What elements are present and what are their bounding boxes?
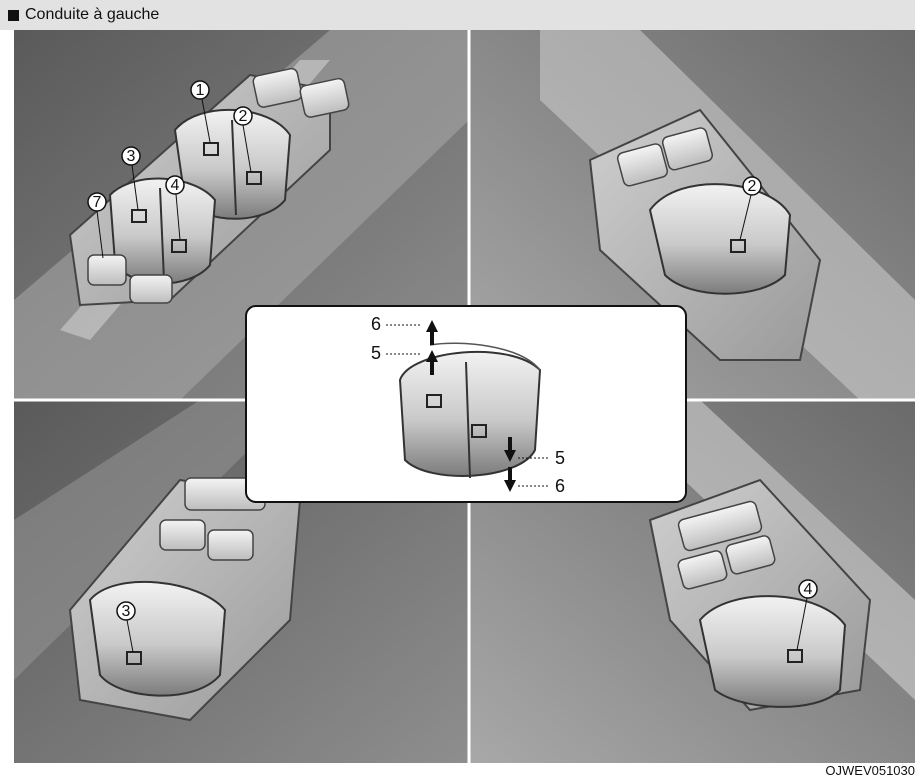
svg-text:4: 4 — [804, 581, 813, 598]
svg-text:3: 3 — [127, 148, 136, 165]
svg-text:7: 7 — [93, 194, 102, 211]
detail-label-5-bottom: 5 — [555, 448, 565, 468]
section-header: Conduite à gauche — [0, 0, 915, 30]
svg-text:1: 1 — [196, 82, 205, 99]
window-switch-illustration: 1 2 3 4 7 2 3 — [14, 30, 915, 763]
svg-text:4: 4 — [171, 177, 180, 194]
detail-label-5-top: 5 — [371, 343, 381, 363]
svg-text:3: 3 — [122, 603, 131, 620]
figure-code: OJWEV051030 — [825, 763, 915, 779]
svg-text:2: 2 — [239, 108, 248, 125]
detail-label-6-top: 6 — [371, 314, 381, 334]
square-bullet-icon — [8, 10, 19, 21]
svg-text:2: 2 — [748, 178, 757, 195]
detail-label-6-bottom: 6 — [555, 476, 565, 496]
section-title: Conduite à gauche — [25, 6, 159, 24]
switch-detail-callout: 6 5 5 6 — [246, 306, 686, 502]
